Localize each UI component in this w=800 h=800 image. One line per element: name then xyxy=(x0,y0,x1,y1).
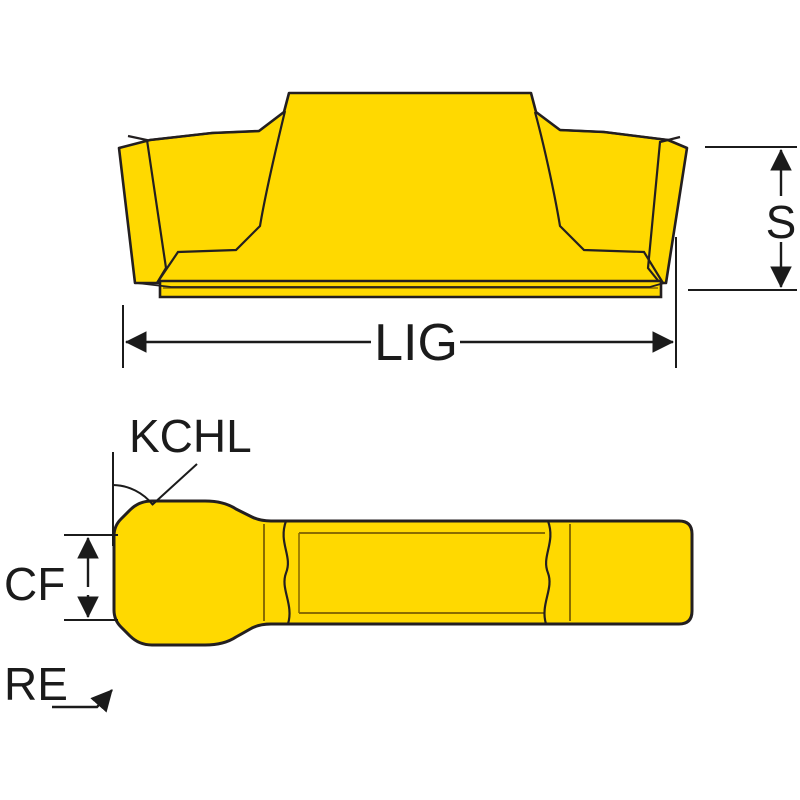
section-right-fold-line xyxy=(646,135,681,284)
kchl-angle-arc xyxy=(112,484,154,506)
dimension-cf: CF xyxy=(4,534,118,621)
section-right-crease xyxy=(533,111,664,284)
insert-base-plate xyxy=(158,279,663,299)
insert-plan-body xyxy=(112,499,694,647)
dimension-label-lig: LIG xyxy=(374,314,458,372)
plan-break-line-left xyxy=(282,520,291,625)
dimension-label-s: S xyxy=(766,196,797,248)
dimension-s: S xyxy=(675,146,797,305)
dimension-label-kchl: KCHL xyxy=(129,410,252,462)
top-plan-view: KCHL CF RE xyxy=(4,410,694,713)
dimension-lig: LIG xyxy=(122,305,677,372)
dimension-label-cf: CF xyxy=(4,558,65,610)
kchl-leader-line xyxy=(151,463,198,506)
dimension-re: RE xyxy=(4,658,113,713)
insert-section-body xyxy=(117,91,689,285)
section-left-crease xyxy=(156,110,287,284)
dimension-label-re: RE xyxy=(4,658,68,710)
front-section-view: S LIG xyxy=(117,91,797,372)
plan-break-line-right xyxy=(543,520,552,625)
re-leader-line xyxy=(52,689,113,713)
base-plate-taper-line xyxy=(136,282,665,288)
dimension-kchl: KCHL xyxy=(112,410,252,546)
section-left-top-sliver xyxy=(149,129,260,142)
section-right-top-sliver xyxy=(559,128,669,142)
